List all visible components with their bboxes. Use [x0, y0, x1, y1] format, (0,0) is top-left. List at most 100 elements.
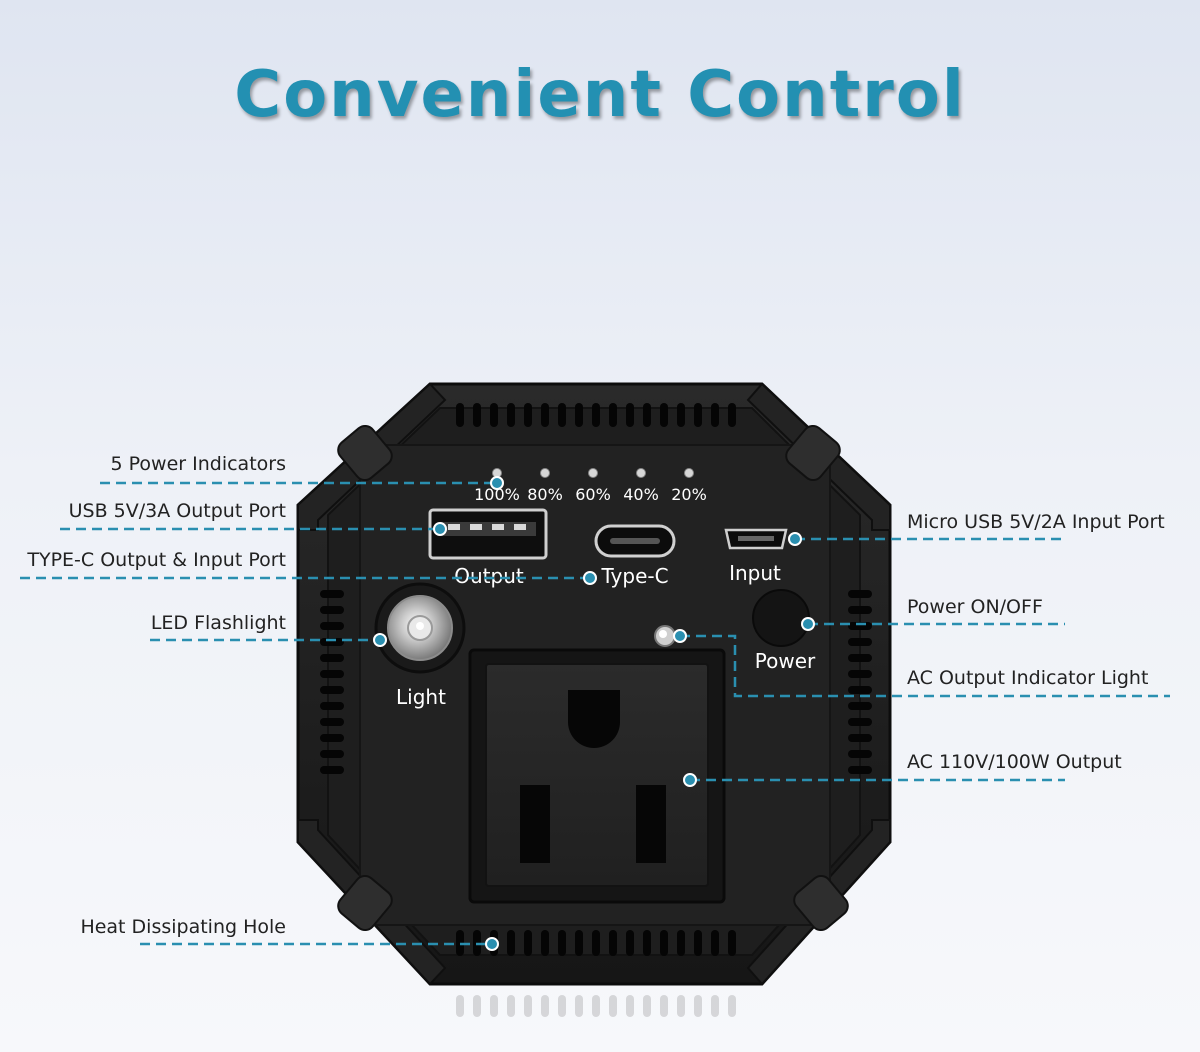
vent-slot	[507, 403, 515, 427]
reflection-slot	[473, 995, 481, 1017]
reflection-slot	[626, 995, 634, 1017]
heat-hole-slot	[711, 930, 719, 956]
vent-slot	[660, 403, 668, 427]
heat-hole-slot	[677, 930, 685, 956]
power-indicators: 100%80%60%40%20%	[474, 468, 707, 504]
heat-hole-slot	[643, 930, 651, 956]
heat-hole-slot	[626, 930, 634, 956]
power-button[interactable]	[752, 589, 810, 647]
vent-slot	[677, 403, 685, 427]
reflection-slot	[507, 995, 515, 1017]
indicator-label: 80%	[527, 485, 563, 504]
heat-hole-slot	[592, 930, 600, 956]
reflection-slot	[524, 995, 532, 1017]
device-reflection	[456, 995, 736, 1017]
vent-slot	[320, 670, 344, 678]
type-c-port[interactable]	[594, 524, 676, 558]
vent-slot	[848, 654, 872, 662]
vent-slot	[626, 403, 634, 427]
vent-slot	[711, 403, 719, 427]
heat-dissipating-holes	[456, 930, 736, 956]
vent-slot	[848, 606, 872, 614]
reflection-slot	[575, 995, 583, 1017]
indicator-led	[684, 468, 694, 478]
reflection-slot	[677, 995, 685, 1017]
reflection-slot	[558, 995, 566, 1017]
vent-slot	[848, 590, 872, 598]
heat-hole-slot	[524, 930, 532, 956]
page-title: Convenient Control	[234, 58, 966, 132]
vent-left	[320, 590, 344, 774]
heat-hole-slot	[728, 930, 736, 956]
reflection-slot	[694, 995, 702, 1017]
vent-slot	[848, 766, 872, 774]
type-c-label: Type-C	[600, 564, 668, 588]
corner-pad-tl	[337, 424, 393, 482]
vent-slot	[558, 403, 566, 427]
power-label: Power	[755, 649, 816, 673]
vent-slot	[848, 718, 872, 726]
led-flashlight[interactable]	[374, 582, 466, 674]
vent-slot	[848, 670, 872, 678]
vent-slot	[320, 702, 344, 710]
heat-hole-slot	[558, 930, 566, 956]
vent-slot	[728, 403, 736, 427]
vent-slot	[575, 403, 583, 427]
callout-heat-hole: Heat Dissipating Hole	[80, 916, 286, 938]
vent-slot	[320, 734, 344, 742]
vent-slot	[320, 622, 344, 630]
vent-right	[848, 590, 872, 774]
vent-slot	[320, 766, 344, 774]
reflection-slot	[541, 995, 549, 1017]
indicator-label: 100%	[474, 485, 520, 504]
vent-slot	[456, 403, 464, 427]
vent-slot	[848, 702, 872, 710]
heat-hole-slot	[541, 930, 549, 956]
callout-power-indicators: 5 Power Indicators	[110, 453, 286, 475]
callout-power-switch: Power ON/OFF	[907, 596, 1043, 618]
indicator-label: 40%	[623, 485, 659, 504]
ac-indicator-glint	[659, 630, 667, 638]
reflection-slot	[660, 995, 668, 1017]
corner-pad-tr	[785, 424, 841, 482]
callout-usb-output: USB 5V/3A Output Port	[68, 500, 286, 522]
callout-led-flashlight: LED Flashlight	[150, 612, 286, 634]
reflection-slot	[643, 995, 651, 1017]
indicator-label: 20%	[671, 485, 707, 504]
reflection-slot	[711, 995, 719, 1017]
vent-slot	[320, 686, 344, 694]
vent-top	[456, 403, 736, 427]
reflection-slot	[456, 995, 464, 1017]
indicator-led	[588, 468, 598, 478]
vent-slot	[848, 734, 872, 742]
indicator-led	[636, 468, 646, 478]
callout-ac-output: AC 110V/100W Output	[907, 751, 1122, 773]
light-label: Light	[396, 685, 446, 709]
heat-hole-slot	[609, 930, 617, 956]
reflection-slot	[609, 995, 617, 1017]
input-label: Input	[729, 561, 781, 585]
corner-pad-br	[793, 874, 849, 932]
vent-slot	[473, 403, 481, 427]
callout-dots	[373, 476, 815, 951]
micro-usb-port[interactable]	[724, 528, 788, 550]
corner-pad-bl	[337, 874, 393, 932]
callout-type-c-port: TYPE-C Output & Input Port	[27, 549, 286, 571]
vent-slot	[643, 403, 651, 427]
output-label: Output	[454, 564, 524, 588]
vent-slot	[694, 403, 702, 427]
heat-hole-slot	[575, 930, 583, 956]
heat-hole-slot	[660, 930, 668, 956]
vent-slot	[320, 606, 344, 614]
vent-slot	[320, 590, 344, 598]
indicator-led	[540, 468, 550, 478]
callout-lines	[20, 481, 1170, 946]
heat-hole-slot	[694, 930, 702, 956]
vent-slot	[320, 654, 344, 662]
ac-outlet[interactable]	[468, 648, 726, 904]
reflection-slot	[592, 995, 600, 1017]
usb-a-port[interactable]	[428, 508, 548, 560]
reflection-slot	[728, 995, 736, 1017]
vent-slot	[592, 403, 600, 427]
